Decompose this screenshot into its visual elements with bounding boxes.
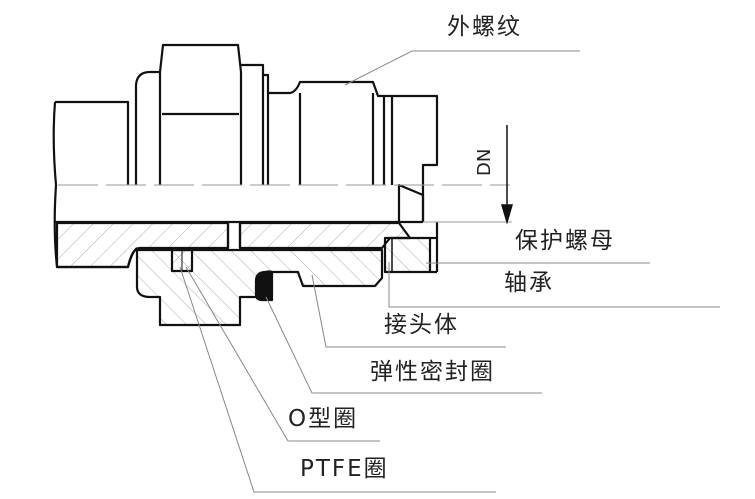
elastic-seal bbox=[254, 270, 274, 302]
nut-outline bbox=[134, 43, 270, 185]
dn-arrow bbox=[500, 125, 514, 225]
label-external-thread: 外螺纹 bbox=[447, 14, 522, 40]
leader-external-thread bbox=[344, 50, 580, 86]
label-ptfe-ring: PTFE圈 bbox=[300, 456, 389, 482]
body-upper-outline bbox=[268, 80, 439, 222]
label-bearing: 轴承 bbox=[504, 270, 554, 296]
pipe-lower bbox=[55, 221, 230, 269]
leader-elastic-seal bbox=[265, 296, 542, 394]
leader-joint-body bbox=[311, 274, 506, 348]
leader-o-ring bbox=[185, 266, 380, 442]
leader-ptfe-ring bbox=[179, 266, 496, 493]
leader-bearing bbox=[388, 262, 720, 308]
bore-end bbox=[397, 183, 425, 222]
label-o-ring: O型圈 bbox=[288, 406, 359, 432]
label-joint-body: 接头体 bbox=[384, 312, 459, 338]
label-elastic-seal: 弹性密封圈 bbox=[370, 359, 495, 385]
leader-lines bbox=[179, 50, 720, 493]
label-dn: DN bbox=[474, 148, 495, 176]
label-protective-nut: 保护螺母 bbox=[515, 228, 615, 254]
